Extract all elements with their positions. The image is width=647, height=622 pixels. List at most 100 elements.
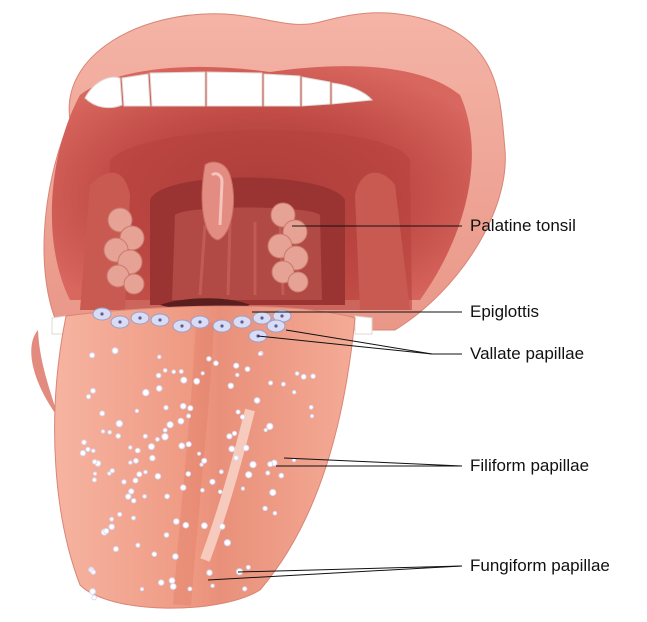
papilla: [174, 519, 180, 525]
papilla: [224, 540, 230, 546]
papilla: [143, 495, 147, 499]
papilla: [109, 524, 114, 529]
papilla: [156, 438, 160, 442]
papilla: [129, 446, 132, 449]
papilla: [263, 506, 267, 510]
papilla: [214, 361, 219, 366]
papilla: [311, 374, 315, 378]
papilla: [220, 524, 225, 529]
papilla: [158, 355, 161, 358]
papilla: [116, 420, 122, 426]
papilla: [136, 543, 140, 547]
papilla: [246, 472, 252, 478]
papilla: [90, 589, 96, 595]
papilla: [92, 595, 97, 600]
papilla: [241, 487, 244, 490]
papilla: [266, 471, 270, 475]
papilla: [132, 516, 136, 520]
papilla: [86, 447, 90, 451]
papilla: [92, 478, 96, 482]
papilla: [159, 580, 164, 585]
papilla: [194, 378, 200, 384]
papilla: [112, 348, 118, 354]
papilla: [279, 473, 284, 478]
papilla: [135, 409, 138, 412]
papilla: [148, 444, 154, 450]
papilla: [269, 381, 273, 385]
papilla: [116, 434, 121, 439]
papilla: [243, 587, 247, 591]
papilla: [187, 414, 191, 418]
papilla: [137, 472, 142, 477]
papilla: [163, 369, 167, 373]
papilla: [245, 367, 250, 372]
papilla: [152, 552, 157, 557]
papilla: [201, 372, 204, 375]
label-palatine-tonsil: Palatine tonsil: [470, 216, 576, 236]
papilla: [218, 490, 222, 494]
papilla: [201, 488, 205, 492]
papilla: [188, 587, 192, 591]
papilla: [140, 588, 143, 591]
label-epiglottis: Epiglottis: [470, 302, 539, 322]
papilla: [164, 406, 168, 410]
papilla: [243, 445, 249, 451]
papilla: [108, 431, 112, 435]
papilla: [101, 430, 104, 433]
papilla: [172, 370, 176, 374]
papilla: [134, 458, 139, 463]
papilla: [93, 472, 96, 475]
papilla: [301, 374, 306, 379]
papilla: [104, 529, 109, 534]
papilla: [92, 449, 96, 453]
papilla: [80, 450, 85, 455]
papilla: [207, 570, 212, 575]
papilla: [93, 460, 97, 464]
papilla: [270, 489, 276, 495]
papilla: [178, 418, 184, 424]
papilla: [234, 456, 239, 461]
papilla: [126, 494, 131, 499]
papilla: [82, 440, 87, 445]
papilla: [210, 479, 215, 484]
papilla: [207, 357, 211, 361]
papilla: [264, 428, 267, 431]
papilla: [250, 462, 256, 468]
papilla: [295, 372, 299, 376]
papilla: [282, 382, 286, 386]
papilla: [86, 395, 90, 399]
papilla: [164, 533, 169, 538]
papilla: [181, 485, 186, 490]
papilla: [133, 478, 138, 483]
papilla: [273, 511, 277, 515]
papilla: [232, 431, 236, 435]
papilla: [155, 474, 161, 480]
papilla: [179, 443, 185, 449]
papilla: [267, 423, 273, 429]
papilla: [110, 517, 114, 521]
papilla: [234, 363, 239, 368]
papilla: [150, 455, 155, 460]
papilla: [156, 386, 162, 392]
papilla: [246, 565, 250, 569]
papilla: [170, 584, 176, 590]
papilla: [129, 489, 134, 494]
papilla: [143, 389, 149, 395]
papilla: [186, 442, 191, 447]
label-fungiform-papillae: Fungiform papillae: [470, 556, 610, 576]
label-filiform-papillae: Filiform papillae: [470, 456, 589, 476]
papilla: [91, 570, 95, 574]
papilla: [180, 403, 186, 409]
papilla: [236, 373, 239, 376]
papilla: [165, 494, 170, 499]
papilla: [229, 446, 235, 452]
papilla: [162, 434, 168, 440]
papilla: [132, 499, 136, 503]
papilla: [135, 448, 140, 453]
papilla: [268, 462, 273, 467]
papilla: [183, 522, 189, 528]
papilla: [240, 415, 244, 419]
papilla: [144, 470, 147, 473]
